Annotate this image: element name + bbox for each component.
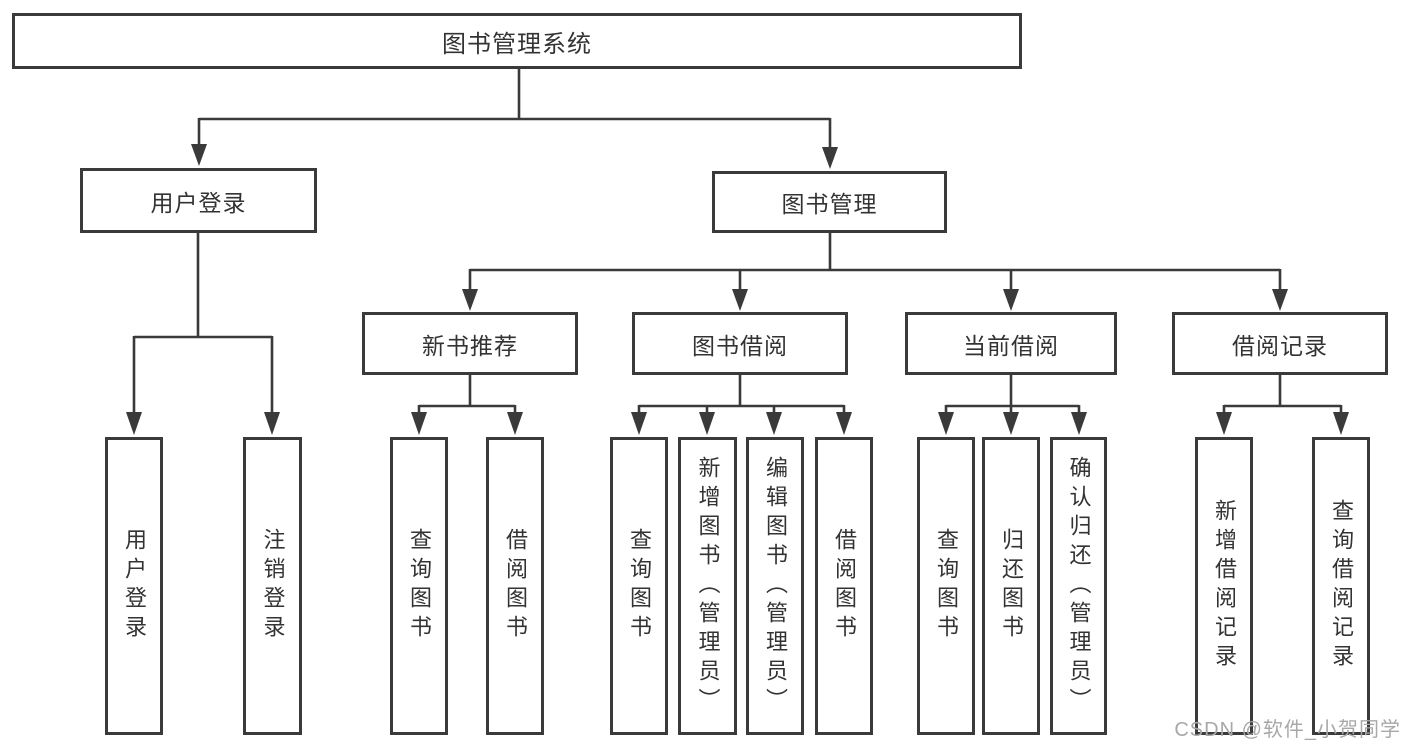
csdn-watermark: CSDN @软件_小贺同学	[1174, 719, 1401, 741]
arrowhead	[1272, 289, 1288, 311]
node-label: 确认归还（管理员）	[1066, 455, 1092, 717]
node-label: 当前借阅	[963, 332, 1059, 359]
arrowhead	[1071, 412, 1087, 435]
arrowhead	[126, 412, 142, 435]
leaf-logout: 注销登录	[243, 437, 302, 735]
leaf-add-books-admin: 新增图书（管理员）	[678, 437, 737, 735]
leaf-confirm-return-admin: 确认归还（管理员）	[1050, 437, 1107, 735]
arrowhead	[766, 412, 782, 435]
arrowhead	[264, 412, 280, 435]
node-label: 借阅图书	[832, 528, 857, 644]
node-label: 借阅记录	[1232, 332, 1328, 359]
arrowhead	[1216, 412, 1232, 435]
leaf-query-books-borrow: 查询图书	[610, 437, 668, 735]
node-label: 新增借阅记录	[1212, 499, 1237, 673]
leaf-edit-books-admin: 编辑图书（管理员）	[746, 437, 804, 735]
arrowhead	[1003, 412, 1019, 435]
node-label: 查询图书	[934, 528, 959, 644]
arrowhead	[938, 412, 954, 435]
node-label: 图书管理	[781, 191, 878, 217]
node-label: 新增图书（管理员）	[695, 455, 721, 717]
node-user-login: 用户登录	[80, 168, 317, 233]
leaf-return-books: 归还图书	[982, 437, 1040, 735]
node-new-book-recommendation: 新书推荐	[362, 312, 578, 375]
node-label: 归还图书	[999, 528, 1024, 644]
node-library-management-system: 图书管理系统	[12, 13, 1022, 69]
arrowhead	[411, 412, 427, 435]
leaf-query-books-current: 查询图书	[917, 437, 975, 735]
arrowhead	[732, 289, 748, 311]
arrowhead	[822, 147, 838, 169]
node-label: 编辑图书（管理员）	[763, 455, 788, 717]
node-current-borrowing: 当前借阅	[905, 312, 1117, 375]
arrowhead	[191, 144, 207, 166]
node-label: 注销登录	[260, 528, 286, 644]
leaf-query-borrow-record: 查询借阅记录	[1312, 437, 1370, 735]
node-label: 查询借阅记录	[1329, 499, 1354, 673]
node-book-borrowing: 图书借阅	[632, 312, 848, 375]
node-label: 图书借阅	[692, 332, 788, 359]
leaf-user-login: 用户登录	[105, 437, 163, 735]
node-label: 用户登录	[122, 528, 147, 644]
leaf-borrow-books-recommend: 借阅图书	[486, 437, 544, 735]
arrowhead	[462, 289, 478, 311]
arrowhead	[1333, 412, 1349, 435]
leaf-add-borrow-record: 新增借阅记录	[1195, 437, 1253, 735]
node-label: 用户登录	[150, 189, 247, 216]
arrowhead	[631, 412, 647, 435]
node-label: 查询图书	[407, 528, 432, 644]
arrowhead	[699, 412, 715, 435]
leaf-borrow-books: 借阅图书	[815, 437, 873, 735]
node-label: 图书管理系统	[442, 30, 592, 58]
node-label: 借阅图书	[503, 528, 528, 644]
leaf-query-books-recommend: 查询图书	[390, 437, 448, 735]
arrowhead	[836, 412, 852, 435]
arrowhead	[507, 412, 523, 435]
node-borrowing-records: 借阅记录	[1172, 312, 1388, 375]
node-label: 新书推荐	[422, 332, 518, 359]
node-label: 查询图书	[627, 528, 652, 644]
node-book-management: 图书管理	[712, 171, 947, 233]
arrowhead	[1003, 289, 1019, 311]
